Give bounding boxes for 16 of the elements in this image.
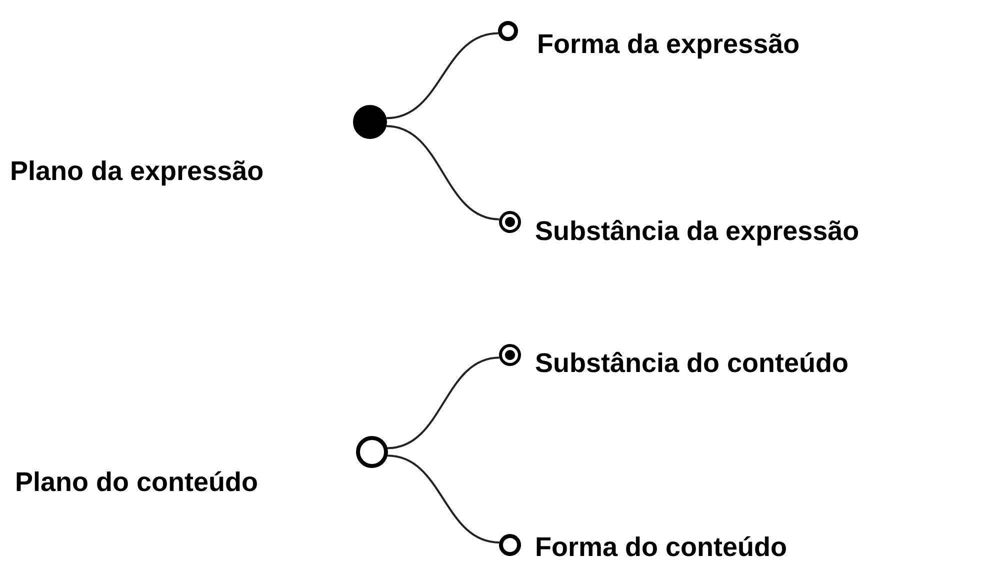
node-caption: Substância do conteúdo bbox=[535, 348, 849, 380]
node-caption: Forma do conteúdo bbox=[535, 532, 787, 561]
open-circle bbox=[356, 436, 388, 468]
open-circle bbox=[498, 21, 518, 41]
connector-line bbox=[387, 454, 500, 544]
node-caption: Plano da expressão bbox=[10, 156, 264, 188]
dotted-circle bbox=[499, 344, 521, 366]
node-caption: Substância da expressão bbox=[535, 216, 860, 248]
node-caption: Forma da expressão bbox=[537, 29, 800, 61]
connector-line bbox=[386, 125, 500, 220]
open-circle bbox=[499, 534, 521, 556]
dotted-circle bbox=[499, 211, 521, 233]
connector-line bbox=[387, 356, 500, 450]
connector-line bbox=[386, 32, 498, 120]
filled-dot bbox=[353, 105, 387, 139]
node-caption: Plano do conteúdo bbox=[15, 467, 258, 499]
